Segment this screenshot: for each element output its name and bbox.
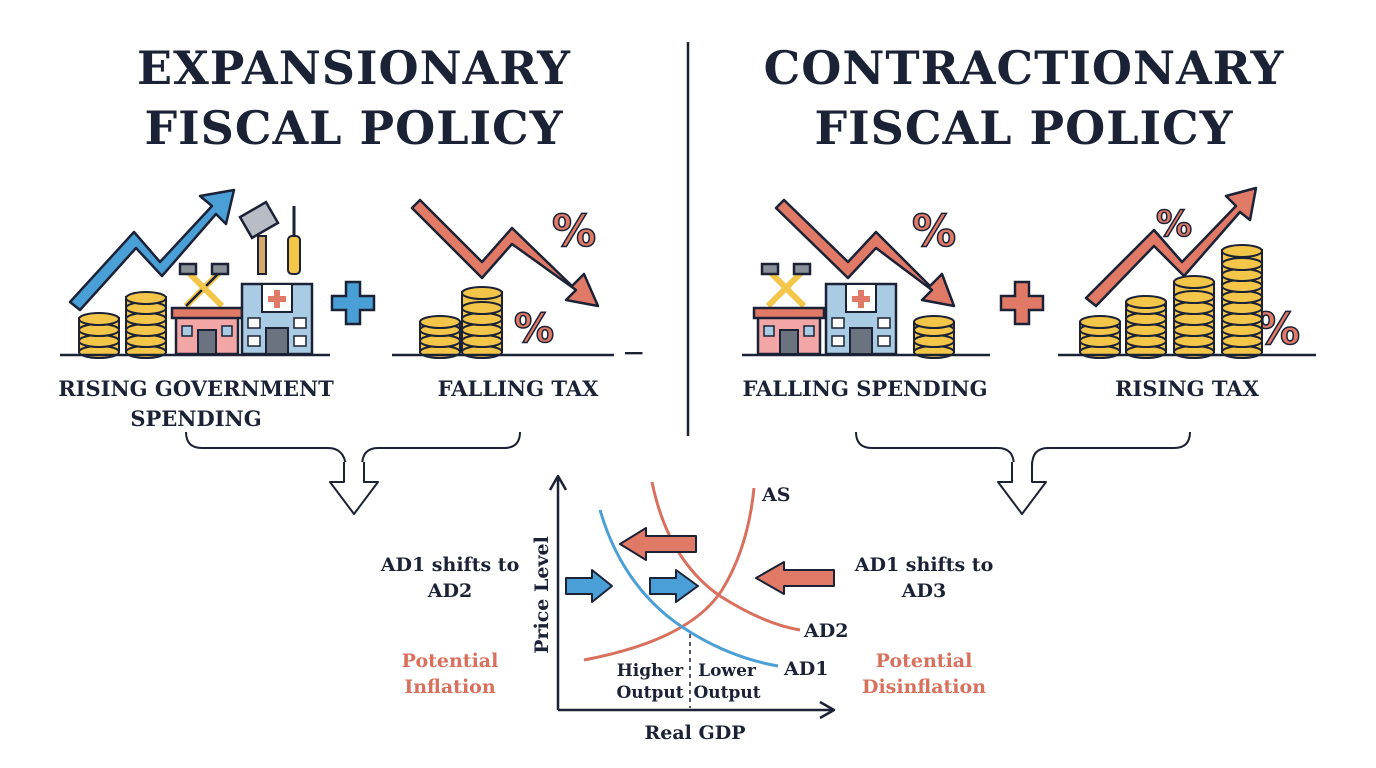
percent-icon: % xyxy=(912,206,956,257)
region-label-line: Lower xyxy=(698,661,756,681)
coin-stack-icon xyxy=(78,312,120,359)
curve-label-text: AD2 xyxy=(804,620,849,642)
coin-stack-icon xyxy=(913,315,955,359)
note-line: AD1 shifts to xyxy=(854,554,994,576)
coin-stack-icon xyxy=(1221,244,1263,359)
coin-stack-icon xyxy=(1173,275,1215,359)
shop-building-icon xyxy=(170,306,244,356)
region-label-line: Higher xyxy=(616,661,684,681)
falling-arrow-icon xyxy=(774,198,956,308)
right-bracket xyxy=(855,431,1191,467)
as-curve-label: AS xyxy=(762,482,802,508)
label-line: FALLING TAX xyxy=(437,376,599,401)
higher-output-label: Higher Output xyxy=(612,660,688,704)
contractionary-title: CONTRACTIONARY FISCAL POLICY xyxy=(744,38,1304,158)
coin-stack-icon xyxy=(125,291,167,359)
rising-arrow-icon xyxy=(68,188,236,312)
note-line: AD3 xyxy=(901,580,947,602)
note-line: Potential xyxy=(401,650,499,672)
ad2-curve-label: AD2 xyxy=(804,618,864,644)
red-plus-icon xyxy=(999,280,1045,326)
note-line: AD2 xyxy=(427,580,473,602)
hammer-pick-icon xyxy=(178,262,230,309)
percent-icon: % xyxy=(1156,204,1192,245)
region-label-line: Output xyxy=(693,683,761,703)
falling-arrow-icon xyxy=(410,198,600,308)
as-curve xyxy=(583,487,756,662)
curve-label-text: AD1 xyxy=(784,658,829,680)
shift-left-arrow-icon xyxy=(619,527,697,561)
lower-output-label: Lower Output xyxy=(692,660,762,704)
coin-stack-icon xyxy=(1125,295,1167,359)
right-down-arrow-icon xyxy=(997,462,1047,515)
falling-spending-label: FALLING SPENDING xyxy=(730,374,1000,404)
ad1-curve-label: AD1 xyxy=(784,656,844,682)
shift-left-arrow-icon xyxy=(755,561,835,595)
region-label-line: Output xyxy=(616,683,684,703)
label-line: RISING TAX xyxy=(1115,376,1259,401)
rising-tax-illustration: % % xyxy=(1058,186,1316,359)
label-line: FALLING SPENDING xyxy=(742,376,988,401)
coin-stack-icon xyxy=(419,315,461,359)
hospital-building-icon xyxy=(240,282,314,356)
title-line: EXPANSIONARY xyxy=(137,41,571,95)
potential-disinflation-note: Potential Disinflation xyxy=(840,648,1008,700)
falling-tax-illustration: % % xyxy=(392,198,614,359)
ad1-curve xyxy=(598,509,779,668)
ad2-curve xyxy=(650,481,801,632)
shift-right-arrow-icon xyxy=(565,569,613,603)
percent-icon: % xyxy=(552,206,596,257)
falling-tax-label: FALLING TAX xyxy=(404,374,632,404)
note-line: AD1 shifts to xyxy=(380,554,520,576)
coin-stack-icon xyxy=(1079,315,1121,359)
ad1-to-ad2-note: AD1 shifts to AD2 xyxy=(370,552,530,604)
shop-building-icon xyxy=(752,306,826,356)
x-axis-label: Real GDP xyxy=(630,720,760,746)
ad1-to-ad3-note: AD1 shifts to AD3 xyxy=(844,552,1004,604)
axis-label-text: Real GDP xyxy=(644,722,746,744)
label-line: RISING GOVERNMENT xyxy=(58,376,334,401)
paint-roller-icon xyxy=(238,200,280,275)
title-line: FISCAL POLICY xyxy=(144,101,564,155)
rising-tax-label: RISING TAX xyxy=(1080,374,1294,404)
shift-right-arrow-icon xyxy=(649,569,699,603)
hammer-pick-icon xyxy=(760,262,812,309)
blue-plus-icon xyxy=(330,280,376,326)
note-line: Inflation xyxy=(404,676,496,698)
screwdriver-icon xyxy=(287,206,301,275)
rising-spending-label: RISING GOVERNMENT SPENDING xyxy=(46,374,346,434)
label-line: SPENDING xyxy=(130,406,262,431)
rising-spending-illustration xyxy=(60,188,330,359)
minus-sign: − xyxy=(622,336,645,369)
note-line: Potential xyxy=(875,650,973,672)
potential-inflation-note: Potential Inflation xyxy=(370,648,530,700)
title-line: CONTRACTIONARY xyxy=(763,41,1285,95)
note-line: Disinflation xyxy=(861,676,987,698)
left-down-arrow-icon xyxy=(329,462,379,515)
ad-as-graph xyxy=(548,474,836,720)
left-bracket xyxy=(185,431,521,467)
percent-icon: % xyxy=(514,306,554,352)
falling-spending-illustration: % xyxy=(742,198,990,359)
title-line: FISCAL POLICY xyxy=(814,101,1234,155)
coin-stack-icon xyxy=(461,286,503,359)
rising-arrow-icon xyxy=(1084,186,1258,308)
axis-label-text: Price Level xyxy=(531,536,553,654)
y-axis-label: Price Level xyxy=(529,535,555,655)
curve-label-text: AS xyxy=(762,484,791,506)
hospital-building-icon xyxy=(824,282,898,356)
expansionary-title: EXPANSIONARY FISCAL POLICY xyxy=(74,38,634,158)
